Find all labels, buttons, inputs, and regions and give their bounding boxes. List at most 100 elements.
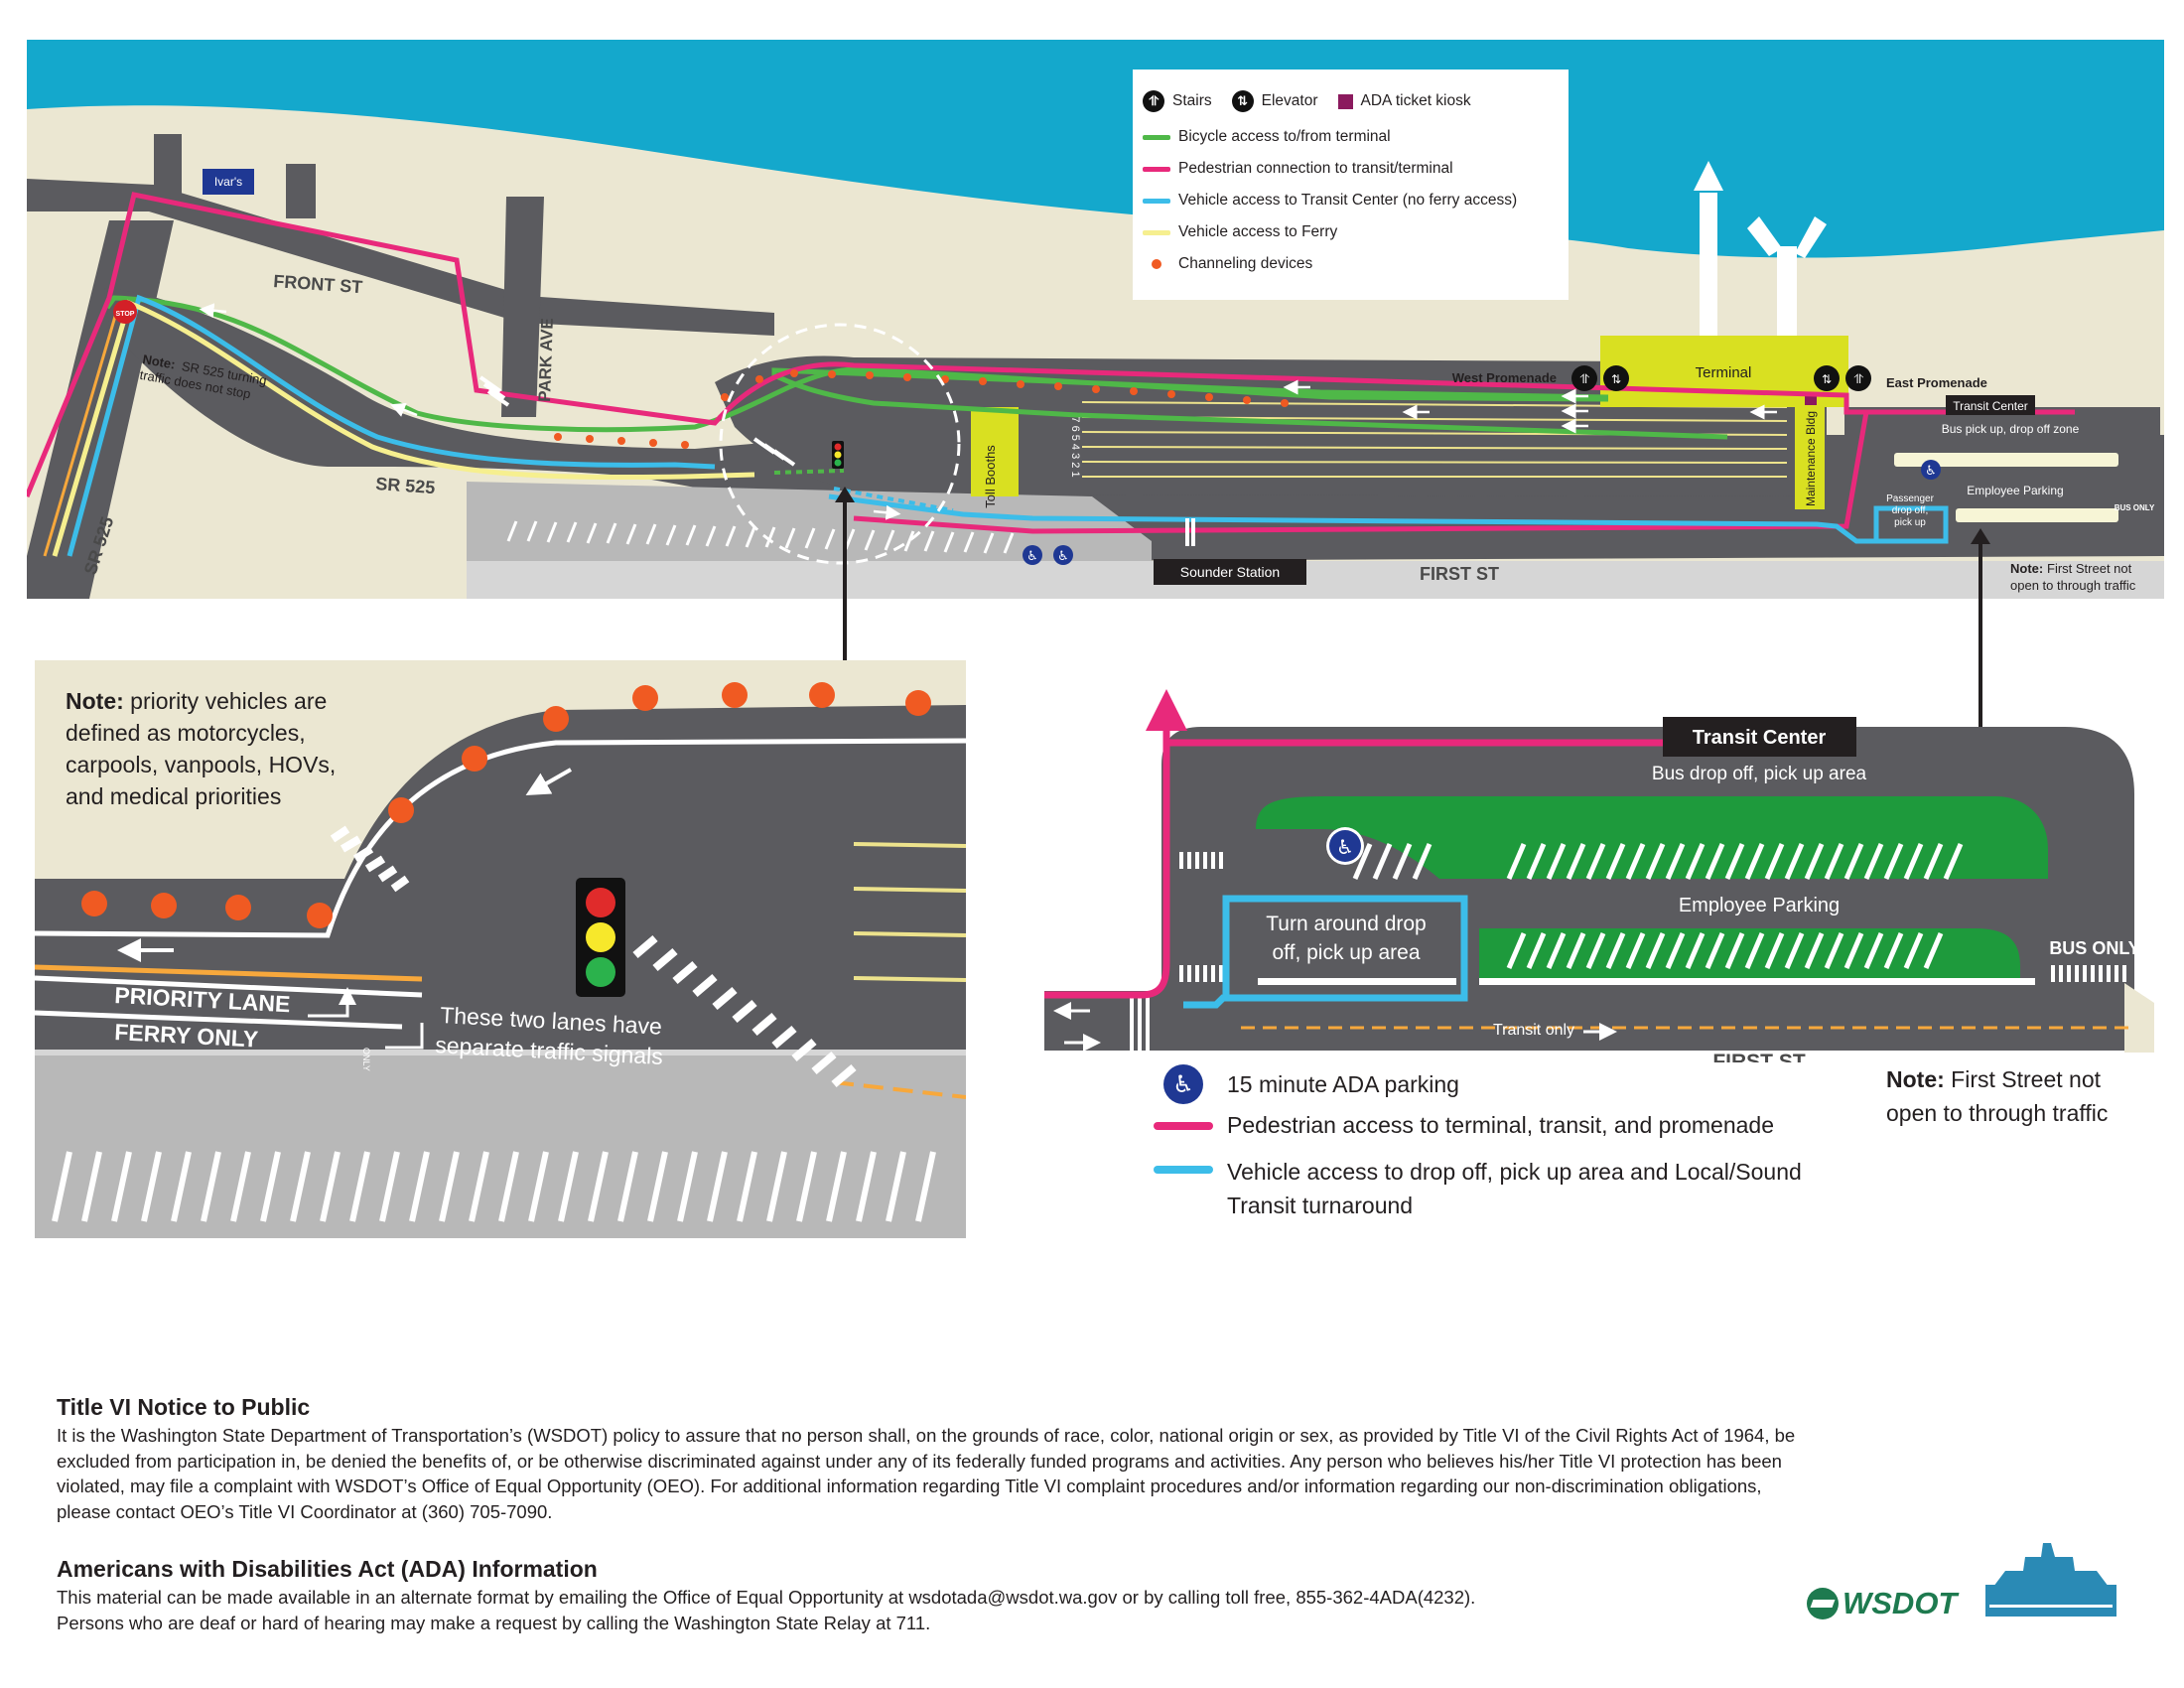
title-vi-line: please contact OEO’s Title VI Coordinato… bbox=[57, 1500, 553, 1522]
park-ave-road bbox=[501, 197, 544, 417]
inset-legend-vehicle: Vehicle access to drop off, pick up area… bbox=[1154, 1155, 1802, 1222]
bicycle-route bbox=[104, 295, 1728, 440]
ivars-sign bbox=[203, 169, 254, 195]
overview-map: Ivar's FRONT ST PARK AVE SR 525 SR 525 S… bbox=[27, 40, 2164, 599]
tc-parking-green bbox=[1479, 928, 2020, 983]
ada-kiosk-icon bbox=[1337, 93, 1353, 109]
inset-legend-ada: ♿ 15 minute ADA parking bbox=[1154, 1064, 1459, 1104]
map-legend: ⥣ Stairs ⇅ Elevator ADA ticket kiosk Bic… bbox=[1133, 70, 1569, 300]
vehicle-legend-swatch bbox=[1154, 1166, 1213, 1174]
tc-curb-white bbox=[1258, 978, 1456, 985]
connector-arrowhead-left bbox=[835, 487, 855, 502]
tc-ada-glyph: ♿ bbox=[1336, 837, 1354, 859]
inset-legend-ada-label: 15 minute ADA parking bbox=[1227, 1070, 1459, 1097]
tc-turnaround-line1: Turn around drop bbox=[1266, 913, 1427, 935]
tc-note-line2: open to through traffic bbox=[1886, 1100, 2109, 1126]
inset-legend-pedestrian: Pedestrian access to terminal, transit, … bbox=[1154, 1112, 1774, 1139]
stairs-icon-glyph: ⥣ bbox=[1853, 371, 1863, 386]
pier bbox=[1694, 161, 1723, 191]
note-sr525: Note: bbox=[141, 352, 176, 372]
parking-stripes bbox=[506, 520, 1015, 554]
tc-bus-only-label: BUS ONLY bbox=[2049, 938, 2139, 958]
ada-line: This material can be made available in a… bbox=[57, 1587, 1476, 1608]
bus-zone-label: Bus pick up, drop off zone bbox=[1942, 422, 2080, 436]
title-vi-body: It is the Washington State Department of… bbox=[57, 1423, 2141, 1524]
pier bbox=[1700, 193, 1717, 352]
legend-bicycle: Bicycle access to/from terminal bbox=[1178, 128, 1391, 145]
crosswalk bbox=[478, 375, 1195, 546]
inset-lane-markings bbox=[853, 842, 966, 982]
ferries-logo-ship bbox=[1993, 1543, 2109, 1587]
channeling-swatch bbox=[1152, 259, 1161, 269]
front-st-road bbox=[27, 179, 774, 336]
bus-zone-pad bbox=[1894, 453, 2118, 467]
signal-green bbox=[834, 459, 842, 467]
pedestrian-route bbox=[27, 192, 2075, 534]
inset-signal-green bbox=[586, 957, 615, 987]
vehicle-ferry-swatch bbox=[1143, 229, 1170, 235]
lane-edge bbox=[43, 302, 121, 557]
lane-numbers: 7 6 5 4 3 2 1 bbox=[1069, 416, 1081, 477]
park-ave-label: PARK AVE bbox=[535, 318, 557, 402]
legend-stairs: Stairs bbox=[1172, 92, 1212, 109]
terminal-label: Terminal bbox=[1696, 364, 1752, 381]
ada-parking-icon bbox=[1053, 545, 1073, 565]
passenger-dropoff-line3: pick up bbox=[1894, 517, 1926, 528]
inset-note-line1: priority vehicles are bbox=[130, 688, 328, 714]
ada-parking-icon-glyph: ♿ bbox=[1057, 548, 1069, 563]
bicycle-route-dotted bbox=[773, 469, 845, 475]
pier bbox=[1747, 216, 1782, 256]
lane-arrows bbox=[199, 303, 1777, 520]
ada-parking-icon bbox=[1023, 545, 1042, 565]
first-st-map-label: FIRST ST bbox=[1420, 564, 1499, 584]
vehicle-transit-route bbox=[67, 294, 716, 557]
ivars-label: Ivar's bbox=[214, 175, 242, 189]
west-promenade-label: West Promenade bbox=[1452, 370, 1557, 385]
maintenance-bldg-label: Maintenance Bldg bbox=[1804, 411, 1818, 506]
inset-channeling-devices bbox=[81, 682, 931, 928]
inset-note-line4: and medical priorities bbox=[66, 783, 282, 809]
inset-signal-yellow bbox=[586, 922, 615, 952]
note-first-st-map: Note: bbox=[2010, 561, 2043, 576]
sounder-station-tag bbox=[1154, 559, 1306, 585]
legend-pedestrian: Pedestrian connection to transit/termina… bbox=[1178, 160, 1453, 177]
inset-lane-line bbox=[35, 1010, 403, 1030]
inset-priority-note: Note: priority vehicles are defined as m… bbox=[66, 685, 423, 812]
legend-vehicle-ferry: Vehicle access to Ferry bbox=[1178, 223, 1338, 240]
vehicle-transit-route-b bbox=[828, 493, 1949, 544]
toll-booths bbox=[971, 407, 1019, 496]
elevator-icon-glyph: ⇅ bbox=[1822, 372, 1832, 386]
stairs-icon: ⥣ bbox=[1143, 90, 1164, 112]
channeling-devices bbox=[554, 369, 1289, 449]
signal-red bbox=[834, 443, 842, 451]
elevator-icon bbox=[1814, 365, 1840, 391]
tc-ada-icon-inner bbox=[1329, 830, 1361, 862]
inset-road-main bbox=[35, 879, 966, 1053]
transit-center-inset: ♿ Transit Center Bus drop off, pick up a… bbox=[1044, 689, 2154, 1062]
tc-note-first-st: Note: First Street not open to through t… bbox=[1886, 1062, 2108, 1130]
wsdot-logo-mark bbox=[1807, 1588, 1839, 1619]
connector-line-right bbox=[1979, 536, 1982, 727]
inset-note-line3: carpools, vanpools, HOVs, bbox=[66, 752, 337, 777]
bicycle-swatch bbox=[1143, 134, 1170, 140]
bus-only-map-label: BUS ONLY bbox=[2115, 503, 2155, 512]
tc-first-st-label: FIRST ST bbox=[1712, 1051, 1806, 1062]
tc-road bbox=[1044, 991, 2136, 1051]
tc-tag-label: Transit Center bbox=[1693, 727, 1827, 749]
vehicle-ferry-route bbox=[52, 299, 755, 557]
tc-parking-stripes bbox=[1352, 843, 1964, 969]
pier bbox=[1777, 246, 1797, 355]
inset-note-bold: Note: bbox=[66, 688, 124, 714]
stop-sign bbox=[113, 300, 137, 324]
inset-only-marker: ONLY bbox=[361, 1048, 371, 1071]
tc-employee-parking-label: Employee Parking bbox=[1679, 895, 1840, 916]
title-vi-line: violated, may file a complaint with WSDO… bbox=[57, 1476, 1762, 1496]
priority-lane-inset: PRIORITY LANE FERRY ONLY ONLY These two … bbox=[35, 660, 966, 1238]
first-st-edge bbox=[467, 561, 2164, 599]
title-vi-heading: Title VI Notice to Public bbox=[57, 1394, 311, 1420]
elevator-icon bbox=[1603, 365, 1629, 391]
transit-center-area bbox=[1844, 407, 2160, 556]
stop-label: STOP bbox=[116, 311, 135, 318]
tc-curb-white bbox=[1479, 978, 2035, 985]
elevator-icon-glyph: ⇅ bbox=[1611, 372, 1621, 386]
